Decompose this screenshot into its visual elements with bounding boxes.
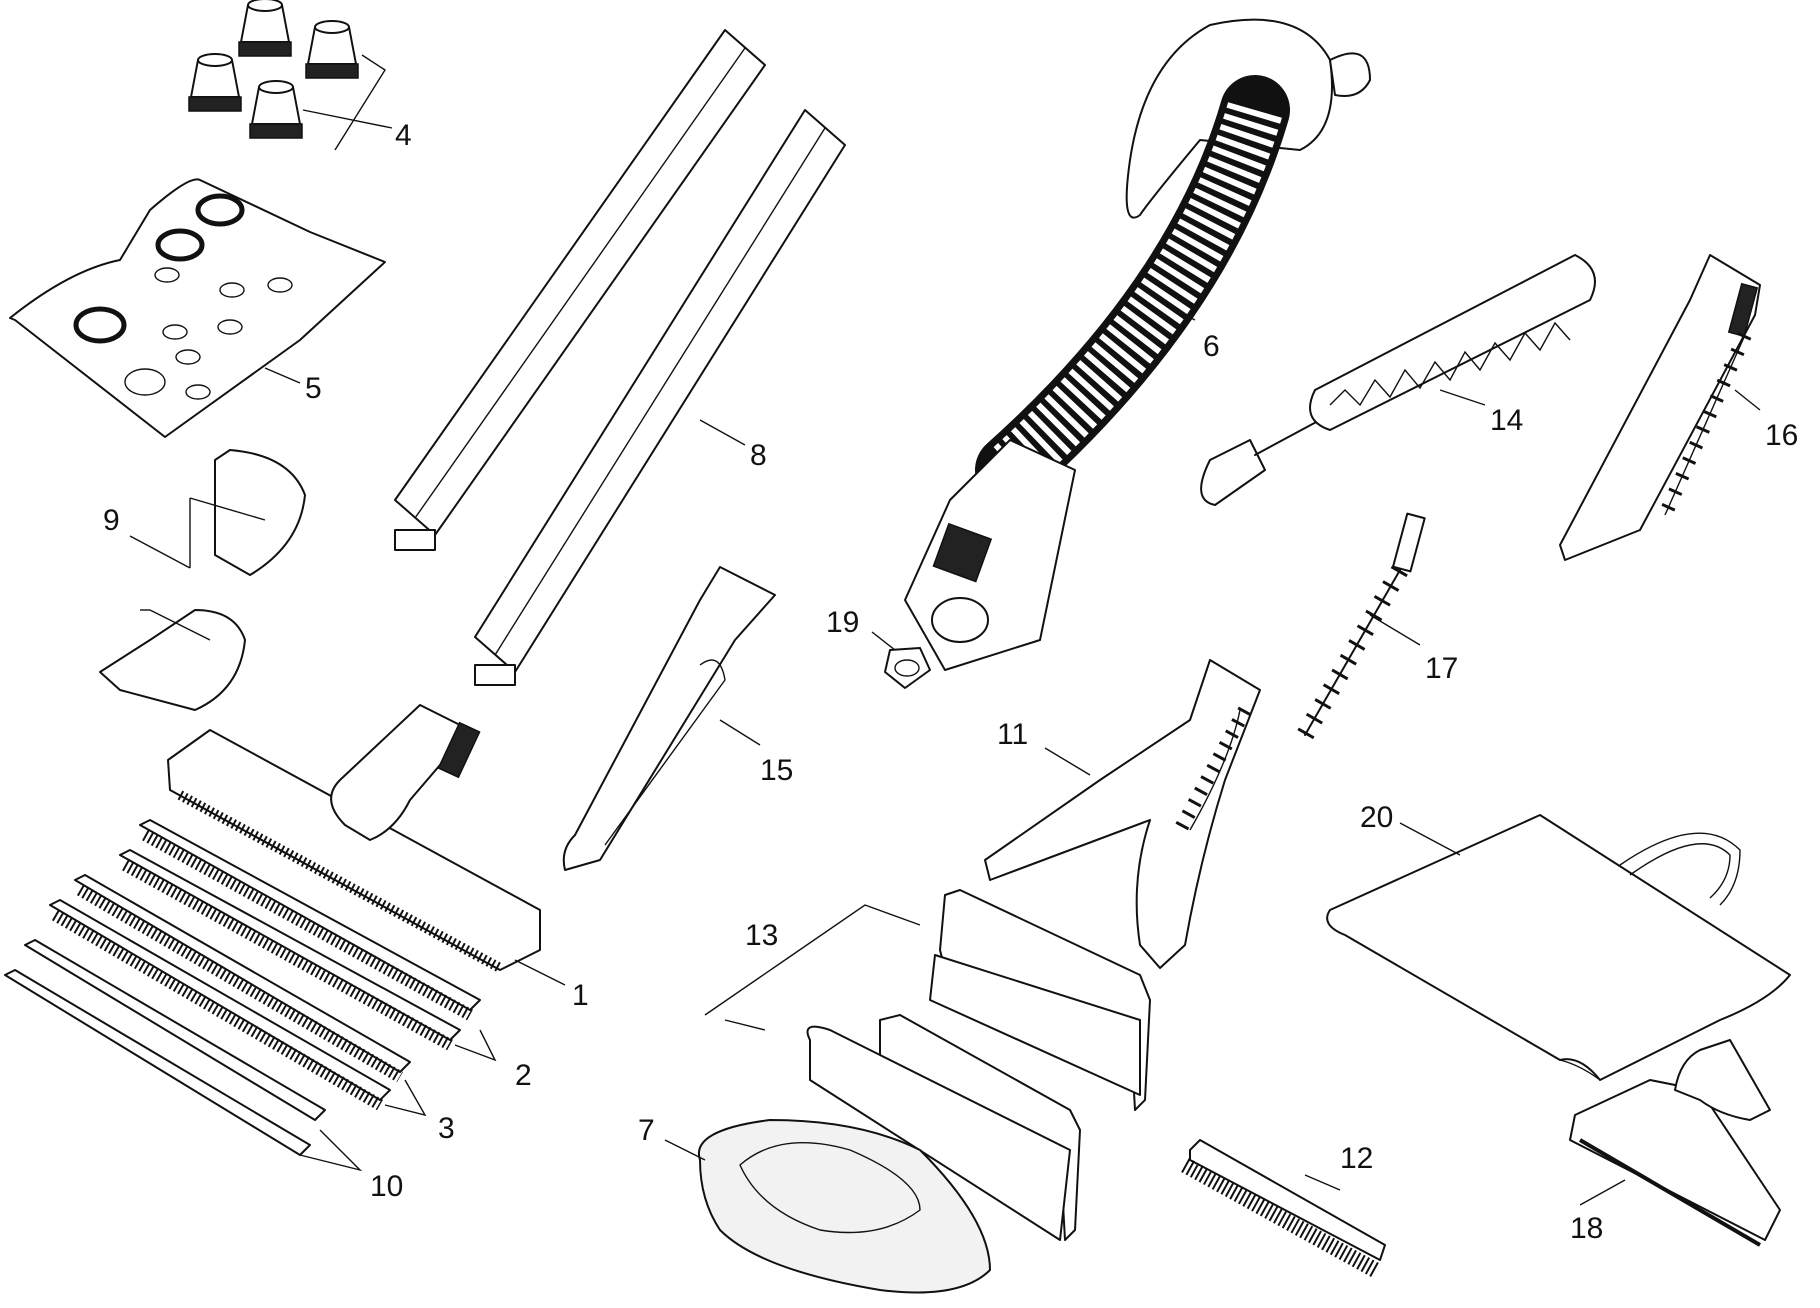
callout-16: 16 [1765,419,1798,452]
part-12-hand-brush [1181,1139,1386,1278]
part-6-steam-hose [904,18,1371,671]
callout-15: 15 [760,754,793,787]
callout-3: 3 [438,1112,455,1145]
callout-11: 11 [997,718,1028,751]
callout-9: 9 [103,504,120,537]
part-10-rubber-lips [4,939,363,1172]
callout-8: 8 [750,439,767,472]
part-4-round-brushes [188,0,393,151]
callout-7: 7 [638,1114,655,1147]
part-20-carry-bag [1326,814,1791,1081]
callout-17: 17 [1425,652,1458,685]
part-13-window-nozzle [704,889,1151,1241]
part-1-floor-nozzle [167,704,566,986]
part-14-bottle-brush [1200,254,1596,506]
callout-13: 13 [745,919,778,952]
part-11-hand-nozzle [984,659,1261,969]
callout-19: 19 [826,606,859,639]
callout-20: 20 [1360,801,1393,834]
callout-1: 1 [572,979,589,1012]
part-5-o-ring-kit [9,178,386,438]
callout-14: 14 [1490,404,1523,437]
part-2-brush-strips [119,819,497,1062]
callout-5: 5 [305,372,322,405]
callout-10: 10 [370,1170,403,1203]
part-8-extension-tubes [394,29,846,686]
callout-4: 4 [395,119,412,152]
part-15-crevice-nozzle [562,566,776,871]
callout-6: 6 [1203,330,1220,363]
callout-12: 12 [1340,1142,1373,1175]
part-16-crevice-brush [1559,254,1761,561]
callout-18: 18 [1570,1212,1603,1245]
part-7-terry-cloth-cover [664,1119,991,1294]
part-9-clips [99,449,306,711]
callout-labels: 1 2 3 4 5 6 7 8 9 10 11 12 13 14 15 16 1… [103,119,1798,1245]
callout-2: 2 [515,1059,532,1092]
part-17-bristle-strip [1297,512,1426,740]
part-3-brush-strips [49,874,427,1117]
part-18-upholstery-nozzle [1569,1039,1781,1247]
part-19-seal-ring [871,631,931,689]
